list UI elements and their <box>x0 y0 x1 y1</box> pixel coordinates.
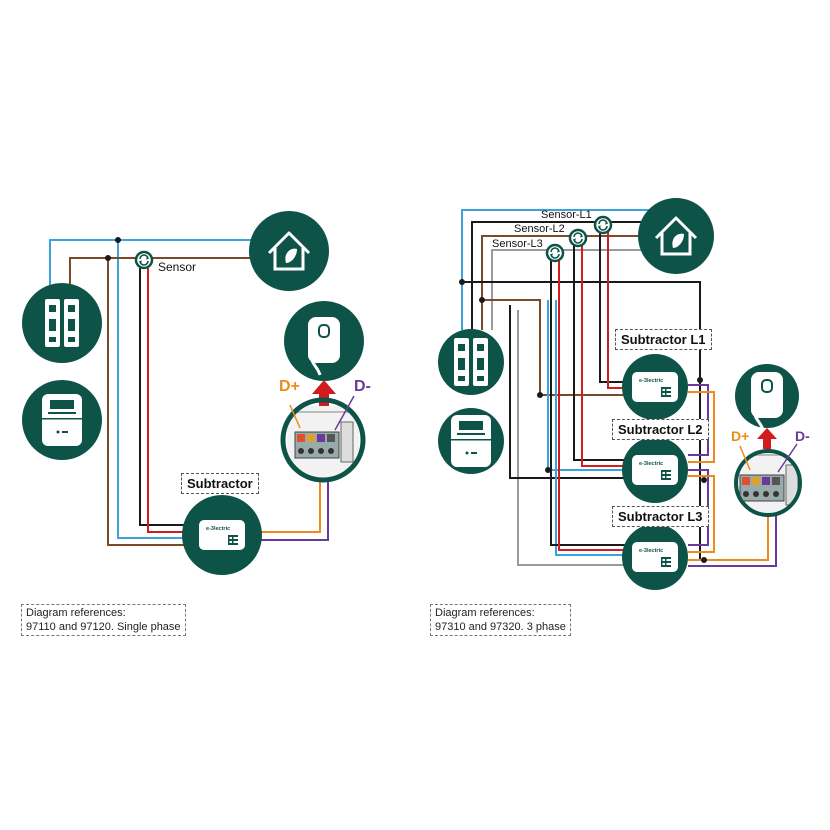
left-meter-node <box>22 380 102 460</box>
subtractor-device-icon <box>632 372 678 402</box>
sensor-clamp-icon <box>568 228 588 248</box>
right-sensor-l1-node <box>593 215 613 235</box>
ref-models: 97310 and 97320. 3 phase <box>435 621 566 633</box>
three-phase-diagram <box>459 209 777 567</box>
right-terminal-node <box>734 443 802 517</box>
meter-icon <box>42 394 82 446</box>
diagram-reference-three-phase: Diagram references: 97310 and 97320. 3 p… <box>430 604 571 636</box>
left-sensor-node <box>134 250 154 270</box>
sensor-l2-label: Sensor-L2 <box>514 223 565 235</box>
single-phase-diagram <box>49 237 329 546</box>
right-subtractor-l3-node <box>622 524 688 590</box>
subtractor-l2-label: Subtractor L2 <box>612 419 709 440</box>
wire-orange-out <box>255 470 321 533</box>
sensor-clamp-icon <box>134 250 154 270</box>
d-minus-label: D- <box>354 378 371 395</box>
wire-purple-out <box>255 470 329 541</box>
right-subtractor-l2-node <box>622 437 688 503</box>
subtractor-device-icon <box>632 542 678 572</box>
wire-blue <box>49 239 270 295</box>
right-charger-node <box>735 364 799 432</box>
subtractor-l3-label: Subtractor L3 <box>612 506 709 527</box>
right-subtractor-l1-node <box>622 354 688 420</box>
subtractor-device-icon <box>199 520 245 550</box>
ref-title: Diagram references: <box>26 607 126 619</box>
wire-black-sensor <box>139 268 190 526</box>
sensor-clamp-icon <box>593 215 613 235</box>
ref-title: Diagram references: <box>435 607 535 619</box>
left-breaker-node <box>22 283 102 363</box>
right-house-node <box>638 198 714 274</box>
wire-brown-sub <box>107 258 190 546</box>
left-charger-node <box>284 301 364 381</box>
sensor-label: Sensor <box>158 260 197 274</box>
sensor-l3-label: Sensor-L3 <box>492 238 543 250</box>
right-up-arrow <box>757 428 777 449</box>
subtractor-label: Subtractor <box>181 473 259 494</box>
left-terminal-node <box>280 395 366 483</box>
d-plus-label-3ph: D+ <box>731 428 750 444</box>
right-sensor-l3-node <box>545 243 565 263</box>
wire-blue-sub <box>117 240 190 539</box>
meter-icon <box>451 415 491 467</box>
sensor-clamp-icon <box>545 243 565 263</box>
wire-brown <box>69 257 270 295</box>
diagram-reference-single-phase: Diagram references: 97110 and 97120. Sin… <box>21 604 186 636</box>
d-plus-label: D+ <box>279 378 300 395</box>
right-breaker-node <box>438 329 504 395</box>
left-subtractor-node <box>182 495 262 575</box>
ref-models: 97110 and 97120. Single phase <box>26 621 181 633</box>
right-meter-node <box>438 408 504 474</box>
right-sensor-l2-node <box>568 228 588 248</box>
d-minus-label-3ph: D- <box>795 428 810 444</box>
sensor-l1-label: Sensor-L1 <box>541 209 592 221</box>
subtractor-device-icon <box>632 455 678 485</box>
left-house-node <box>249 211 329 291</box>
wire-red-sensor <box>147 268 190 533</box>
subtractor-l1-label: Subtractor L1 <box>615 329 712 350</box>
